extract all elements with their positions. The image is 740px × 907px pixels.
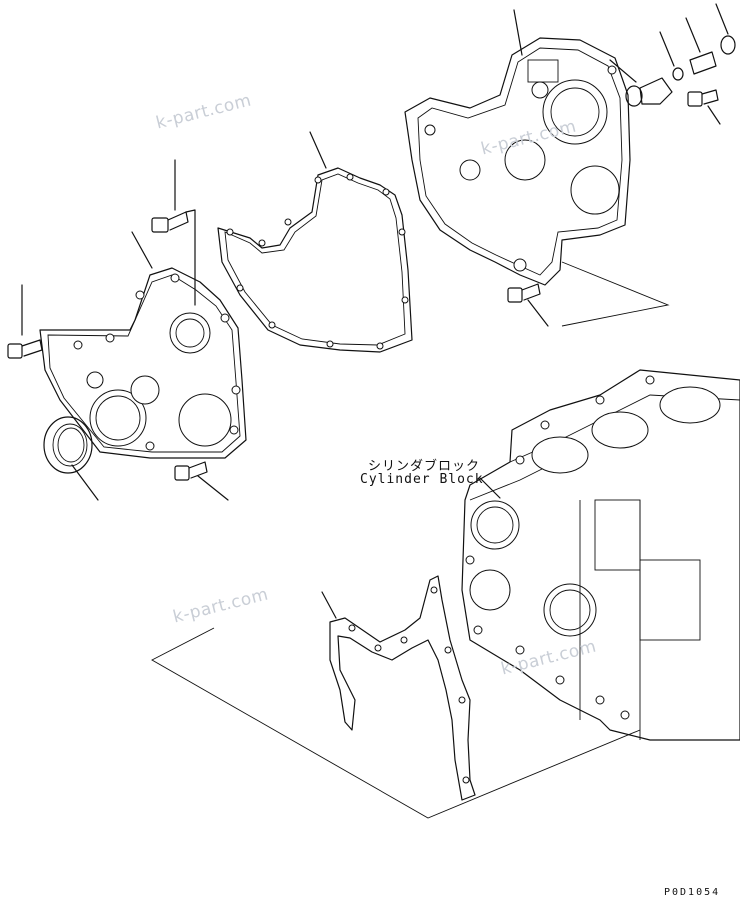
- reference-line: [151, 627, 641, 819]
- cylinder-block-label-en: Cylinder Block: [360, 472, 484, 487]
- bolt: [151, 159, 196, 306]
- gasket: [217, 131, 413, 353]
- cylinder-block-label-jp: シリンダブロック: [368, 459, 481, 474]
- cylinder-block: [461, 369, 740, 741]
- oil-seal: [43, 416, 99, 501]
- gear-housing: [404, 9, 631, 286]
- bolt: [507, 261, 670, 327]
- front-cover: [39, 267, 247, 459]
- drawing-code: P0D1054: [664, 887, 721, 898]
- sensor-group: [609, 3, 736, 125]
- bolt: [7, 284, 43, 359]
- bolt: [174, 461, 229, 501]
- lower-gasket: [321, 575, 476, 801]
